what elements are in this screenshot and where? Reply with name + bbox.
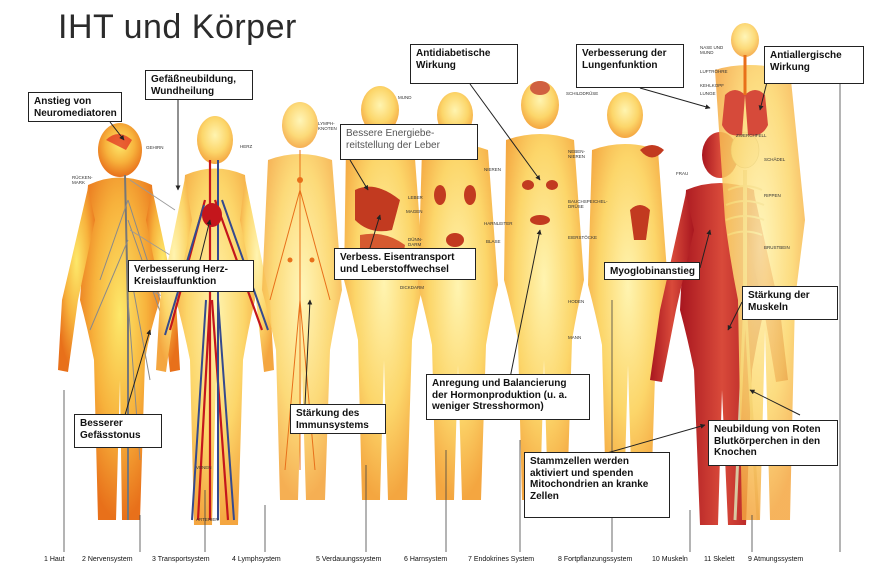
callout-eisentransport: Verbess. Eisentransport und Leberstoffwe… — [334, 248, 476, 280]
label-venen: VENEN — [196, 465, 212, 470]
label-leber: LEBER — [408, 195, 423, 200]
label-arterien: ARTERIEN — [196, 517, 219, 522]
label-mund: MUND — [398, 95, 412, 100]
callout-neuromediatoren: Anstieg von Neuromediatoren — [28, 92, 122, 122]
label-lunge: LUNGE — [700, 91, 716, 96]
figure-transportsystem — [156, 116, 274, 525]
label-zwerchfell: ZWERCHFELL — [736, 133, 767, 138]
callout-gefaessneubildung: Gefäßneubildung, Wundheilung — [145, 70, 253, 100]
label-nebennieren: NEBEN- NIEREN — [568, 149, 586, 159]
system-label-atmungssystem: 9 Atmungssystem — [748, 556, 804, 563]
figure-endokrines-system — [504, 81, 584, 500]
callout-antidiabetisch: Antidiabetische Wirkung — [410, 44, 518, 84]
label-rippen: RIPPEN — [764, 193, 781, 198]
label-luftroehre: LUFTRÖHRE — [700, 69, 728, 74]
label-frau: FRAU — [676, 171, 689, 176]
system-label-nervensystem: 2 Nervensystem — [82, 556, 133, 563]
figure-fortpflanzungssystem — [588, 92, 668, 500]
label-gehirn: GEHIRN — [146, 145, 164, 150]
system-label-haut: 1 Haut — [44, 556, 65, 563]
system-label-verdauungssystem: 5 Verdauungssystem — [316, 556, 382, 563]
label-herz: HERZ — [240, 144, 253, 149]
system-label-fortpflanzungssystem: 8 Fortpflanzungssystem — [558, 556, 633, 563]
callout-blutkoerperchen: Neubildung von Roten Blutkörperchen in d… — [708, 420, 838, 466]
label-mann: MANN — [568, 335, 582, 340]
figure-lymphsystem — [262, 102, 342, 500]
system-label-endokrines-system: 7 Endokrines System — [468, 556, 535, 563]
system-label-skelett: 11 Skelett — [704, 556, 735, 563]
callout-immunsystem: Stärkung des Immunsystems — [290, 404, 386, 434]
label-schaedel: SCHÄDEL — [764, 157, 786, 162]
label-harnleiter: HARNLEITER — [484, 221, 513, 226]
label-brustbein: BRUSTBEIN — [764, 245, 790, 250]
callout-gefaesstonus: Besserer Gefässtonus — [74, 414, 162, 448]
system-label-transportsystem: 3 Transportsystem — [152, 556, 210, 563]
callout-hormonproduktion: Anregung und Balancierung der Hormonprod… — [426, 374, 590, 420]
callout-lungenfunktion: Verbesserung der Lungenfunktion — [576, 44, 684, 88]
label-kehlkopf: KEHLKOPF — [700, 83, 725, 88]
label-nase-mund: NASE UND MUND — [700, 45, 724, 55]
label-hoden: HODEN — [568, 299, 585, 304]
callout-muskeln: Stärkung der Muskeln — [742, 286, 838, 320]
callout-herz-kreislauf: Verbesserung Herz- Kreislauffunktion — [128, 260, 254, 292]
system-label-harnsystem: 6 Harnsystem — [404, 556, 448, 563]
label-bauchspeicheldruese: BAUCHSPEICHEL- DRÜSE — [568, 199, 608, 209]
label-blase: BLASE — [486, 239, 501, 244]
page-title: IHT und Körper — [58, 8, 297, 46]
label-schilddruese: SCHILDDRÜSE — [566, 91, 599, 96]
label-dickdarm: DICKDARM — [400, 285, 425, 290]
label-lymphknoten: LYMPH- KNOTEN — [318, 121, 337, 131]
callout-energie-leber: Bessere Energiebe- reitstellung der Lebe… — [340, 124, 478, 160]
label-duenndarm: DÜNN- DARM — [408, 237, 423, 247]
label-magen: MAGEN — [406, 209, 423, 214]
system-label-muskeln: 10 Muskeln — [652, 556, 688, 563]
callout-antiallergisch: Antiallergische Wirkung — [764, 46, 864, 84]
label-eierstoecke: EIERSTÖCKE — [568, 235, 598, 240]
callout-myoglobin: Myoglobinanstieg — [604, 262, 700, 280]
callout-stammzellen: Stammzellen werden aktiviert und spenden… — [524, 452, 670, 518]
label-nieren: NIEREN — [484, 167, 502, 172]
system-label-lymphsystem: 4 Lymphsystem — [232, 556, 281, 563]
label-rueckenmark: RÜCKEN- MARK — [72, 175, 93, 185]
